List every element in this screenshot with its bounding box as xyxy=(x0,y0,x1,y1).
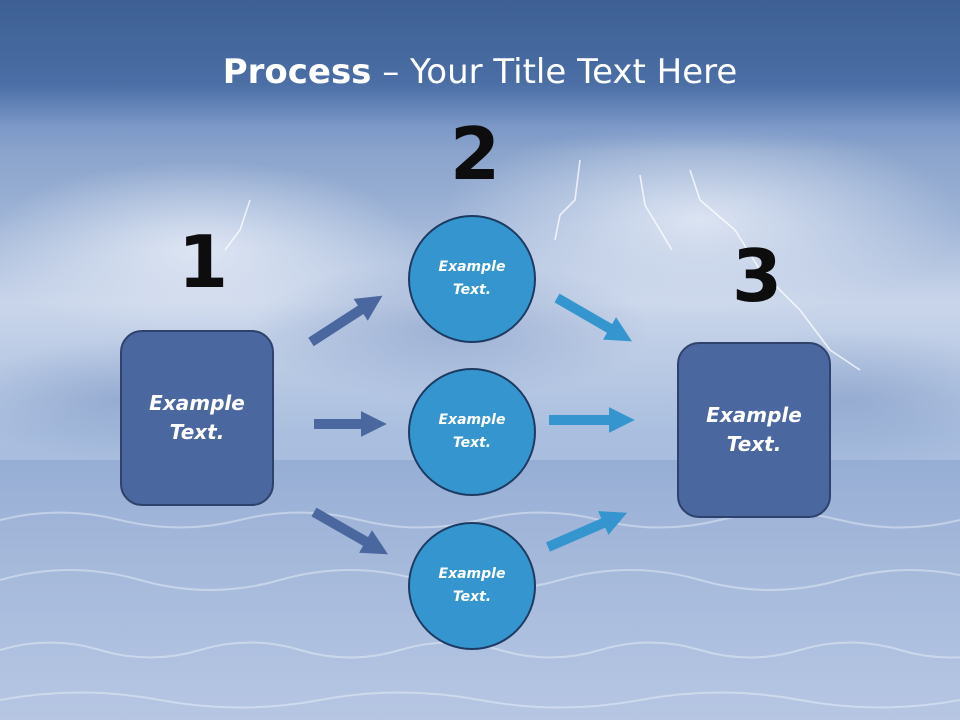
step-number-1: 1 xyxy=(178,220,229,304)
step-3-box: Example Text. xyxy=(677,342,831,518)
title-bold: Process xyxy=(222,52,372,92)
step-2-circle-top: Example Text. xyxy=(408,215,536,343)
title-bar xyxy=(0,0,960,150)
arrow-1-to-2-top xyxy=(308,295,383,347)
step-number-2: 2 xyxy=(450,112,501,196)
step-2-circle-middle: Example Text. xyxy=(408,368,536,496)
step-1-box: Example Text. xyxy=(120,330,274,506)
arrow-2-top-to-3 xyxy=(554,293,633,342)
arrow-2-bottom-to-3 xyxy=(546,511,628,552)
slide-title: Process – Your Title Text Here xyxy=(0,52,960,92)
step-number-3: 3 xyxy=(732,234,783,318)
step-2-circle-bottom: Example Text. xyxy=(408,522,536,650)
title-rest: – Your Title Text Here xyxy=(371,52,738,92)
arrow-1-to-2-bottom xyxy=(311,507,389,555)
